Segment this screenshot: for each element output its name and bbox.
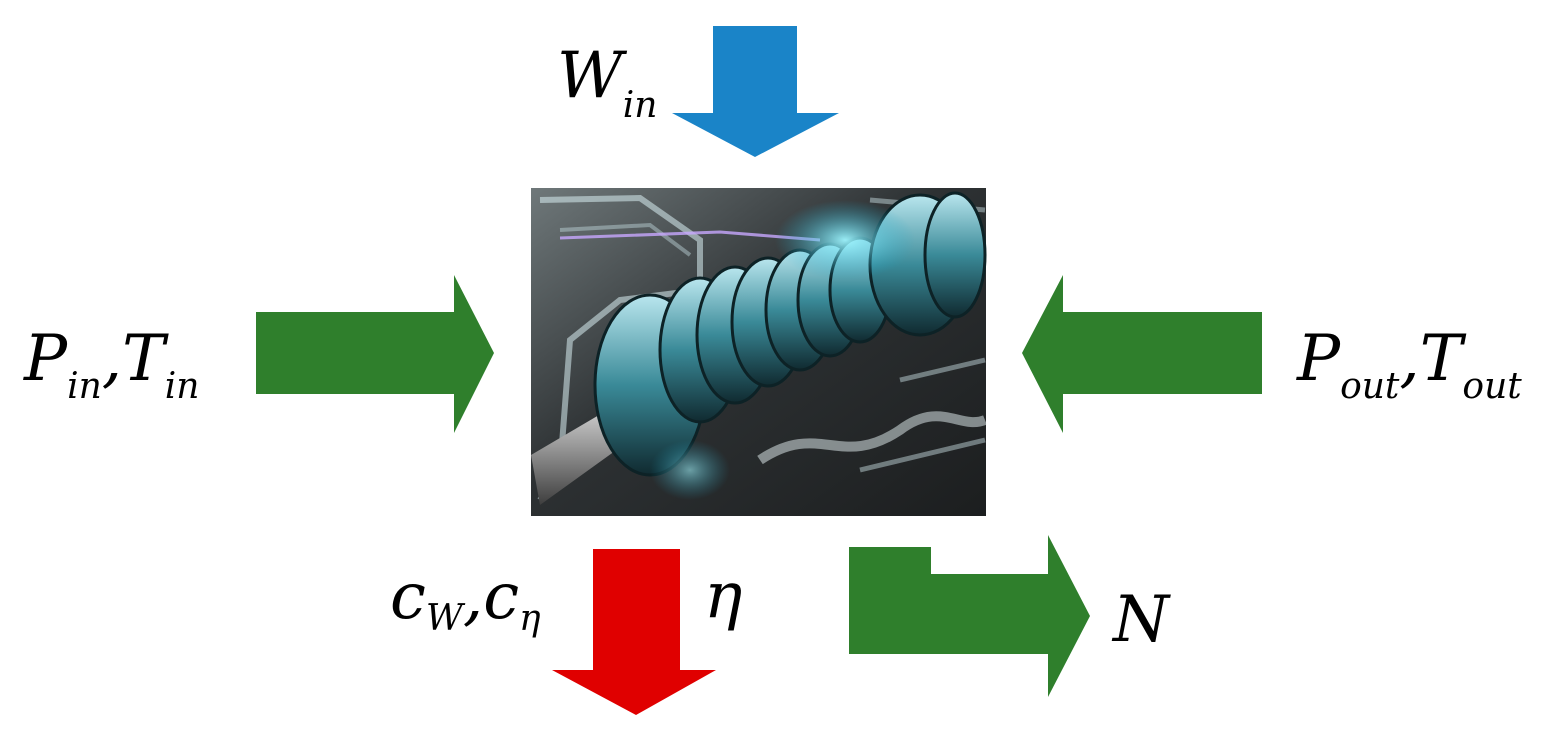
flow-in-label: Win [557, 39, 657, 126]
inlet-arrow [256, 275, 494, 433]
power-output-arrow [849, 535, 1090, 697]
inlet-conditions-label: Pin,Tin [23, 322, 200, 407]
power-label: N [1111, 583, 1171, 657]
flow-in-arrow [672, 26, 839, 157]
efficiency-label: η [704, 559, 742, 633]
turbine-image [531, 188, 987, 516]
coefficient-output-arrow [552, 549, 716, 715]
outlet-arrow [1022, 275, 1262, 433]
outlet-conditions-label: Pout,Tout [1296, 322, 1522, 407]
coefficients-label: cW,cη [390, 560, 541, 639]
